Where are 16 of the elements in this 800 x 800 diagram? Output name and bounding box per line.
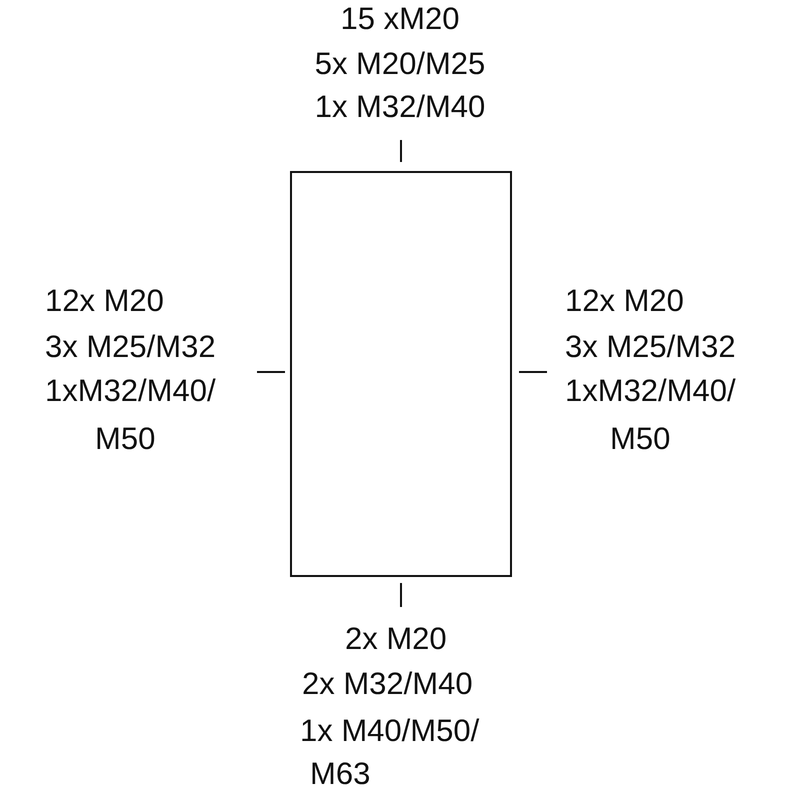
- enclosure-outline: [290, 171, 512, 577]
- thread-size-label: 1x M40/M50/: [300, 715, 480, 746]
- thread-size-label: 3x M25/M32: [45, 331, 216, 362]
- thread-size-label: M50: [95, 423, 156, 454]
- thread-size-label: 5x M20/M25: [314, 48, 486, 79]
- thread-size-label: 12x M20: [45, 285, 164, 316]
- thread-size-label: M63: [310, 758, 370, 789]
- thread-size-label: M50: [610, 423, 670, 454]
- thread-size-label: 3x M25/M32: [565, 331, 736, 362]
- thread-size-label: 2x M20: [345, 623, 447, 654]
- thread-size-label: 2x M32/M40: [302, 668, 473, 699]
- thread-size-label: 15 xM20: [340, 3, 460, 34]
- thread-size-label: 1x M32/M40: [314, 91, 486, 122]
- thread-size-label: 1xM32/M40/: [565, 375, 736, 406]
- thread-size-label: 12x M20: [565, 285, 684, 316]
- thread-size-label: 1xM32/M40/: [45, 375, 216, 406]
